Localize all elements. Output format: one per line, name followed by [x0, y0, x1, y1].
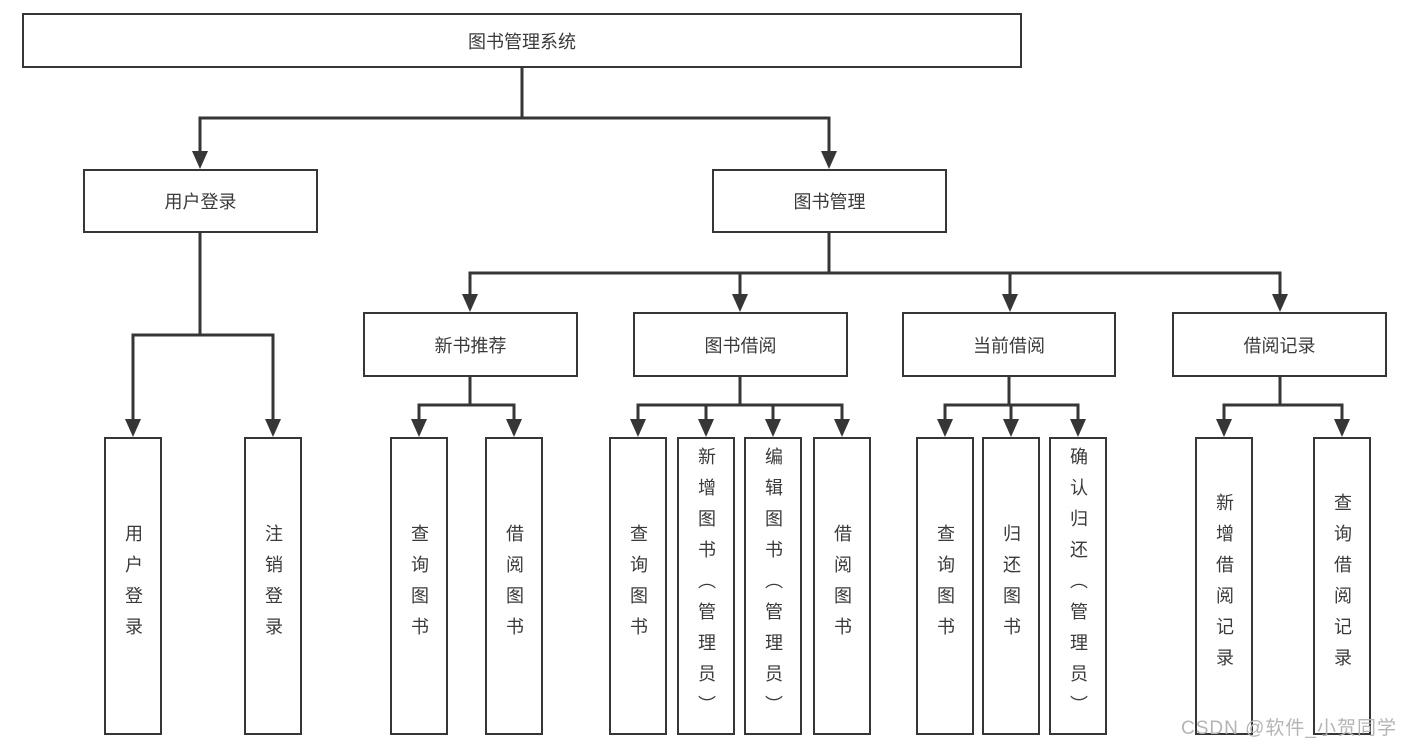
leaf-confirm-return-admin: 确认归还（管理员）: [1049, 437, 1107, 735]
arrowhead: [937, 419, 953, 437]
arrowhead: [1003, 419, 1019, 437]
arrowhead: [462, 294, 478, 312]
leaf-query-borrow-record: 查询借阅记录: [1313, 437, 1371, 735]
node-book-borrow: 图书借阅: [633, 312, 848, 377]
arrowhead: [192, 151, 208, 169]
arrowhead: [821, 151, 837, 169]
arrowhead: [1272, 294, 1288, 312]
leaf-logout: 注销登录: [244, 437, 302, 735]
node-book-management: 图书管理: [712, 169, 947, 233]
arrowhead: [1216, 419, 1232, 437]
arrowhead: [698, 419, 714, 437]
arrowhead: [765, 419, 781, 437]
arrowhead: [125, 419, 141, 437]
arrowhead: [1002, 294, 1018, 312]
leaf-add-books-admin: 新增图书（管理员）: [677, 437, 735, 735]
node-borrow-records: 借阅记录: [1172, 312, 1387, 377]
leaf-query-books-borrow: 查询图书: [609, 437, 667, 735]
watermark: CSDN @软件_小贺同学: [1181, 718, 1397, 739]
node-root: 图书管理系统: [22, 13, 1022, 68]
leaf-borrow-books: 借阅图书: [813, 437, 871, 735]
leaf-query-books-recommend: 查询图书: [390, 437, 448, 735]
leaf-user-login: 用户登录: [104, 437, 162, 735]
arrowhead: [411, 419, 427, 437]
leaf-query-books-current: 查询图书: [916, 437, 974, 735]
arrowhead: [265, 419, 281, 437]
leaf-edit-books-admin: 编辑图书（管理员）: [744, 437, 802, 735]
node-new-book-recommend: 新书推荐: [363, 312, 578, 377]
arrowhead: [732, 294, 748, 312]
leaf-borrow-books-recommend: 借阅图书: [485, 437, 543, 735]
arrowhead: [1070, 419, 1086, 437]
arrowhead: [1334, 419, 1350, 437]
arrowhead: [834, 419, 850, 437]
node-current-borrow: 当前借阅: [902, 312, 1116, 377]
arrowhead: [630, 419, 646, 437]
leaf-add-borrow-record: 新增借阅记录: [1195, 437, 1253, 735]
leaf-return-books: 归还图书: [982, 437, 1040, 735]
arrowhead: [506, 419, 522, 437]
node-user-login: 用户登录: [83, 169, 318, 233]
